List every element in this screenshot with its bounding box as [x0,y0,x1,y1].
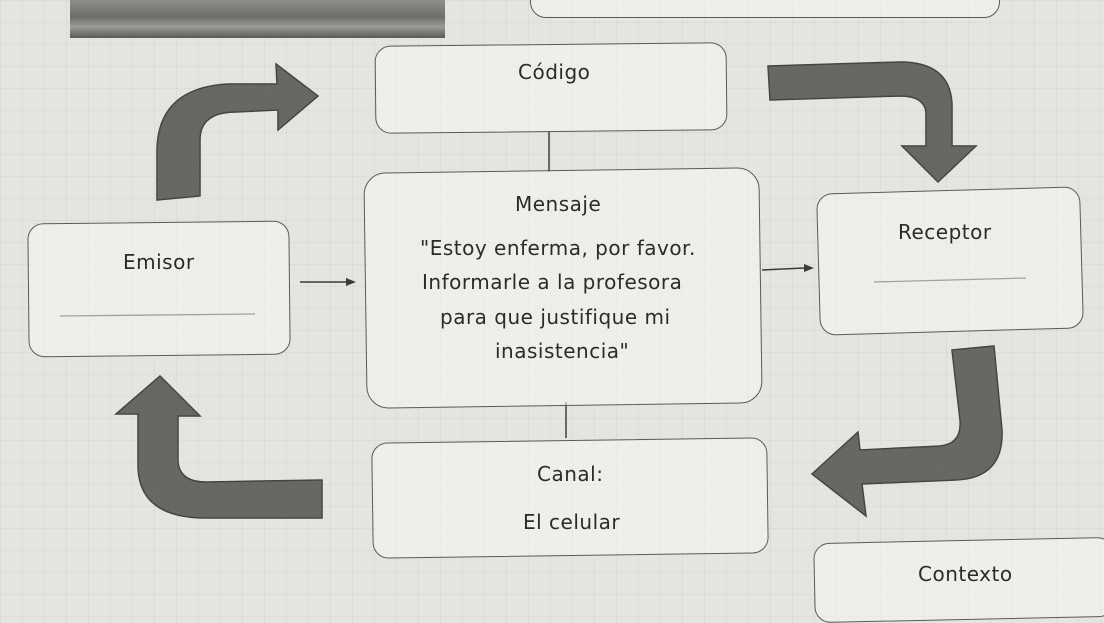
curved-arrow-up-right-icon [156,62,320,201]
mensaje-line-2: Informarle a la profesora [422,270,683,294]
curved-arrow-right-down-icon [767,61,978,184]
canal-label: Canal: [537,462,604,486]
curved-arrow-left-up-icon [113,374,323,519]
mensaje-label: Mensaje [515,192,602,216]
mensaje-line-1: "Estoy enferma, por favor. [420,236,696,260]
codigo-box [374,42,728,134]
mensaje-line-3: para que justifique mi [440,305,671,329]
diagram-arrows [59,61,1027,519]
small-arrow-emisor-to-mensaje-icon [300,278,356,286]
small-arrow-mensaje-to-receptor-icon [761,264,814,272]
emisor-label: Emisor [123,250,195,274]
contexto-label: Contexto [918,562,1013,586]
top-photo-fragment [70,0,445,38]
canal-box [371,437,769,559]
curved-arrow-down-left-icon [810,345,1003,518]
codigo-label: Código [518,60,591,84]
emisor-box [27,220,291,358]
receptor-box [816,186,1084,336]
canal-value: El celular [523,510,621,534]
receptor-label: Receptor [898,220,992,244]
mensaje-line-4: inasistencia" [495,339,630,363]
